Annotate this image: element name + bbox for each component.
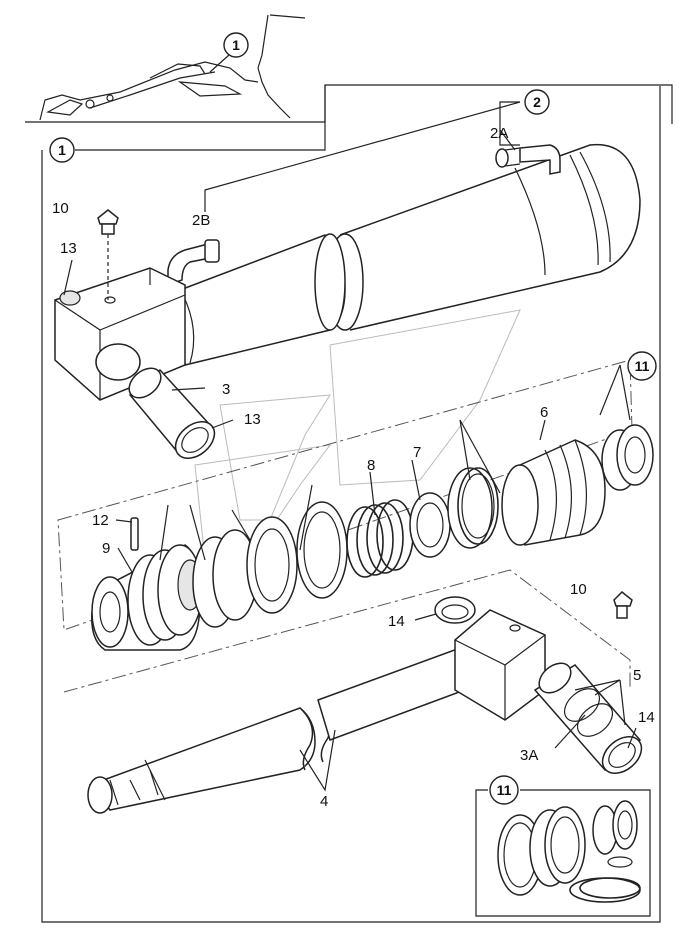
label-13-top: 13 [60,240,77,257]
callout-1-top-text: 1 [232,37,240,53]
grease-nipple-10a [97,209,119,300]
label-4: 4 [320,793,328,810]
callout-11-main: 11 [627,351,657,381]
bushing-3 [128,367,216,459]
cylinder-barrel [54,143,641,401]
label-6: 6 [540,404,548,421]
callout-1-main: 1 [49,137,75,163]
main-frame [41,85,661,923]
leader-2-to-2B [204,101,521,212]
seal-kit-inset [475,789,651,917]
callout-11-kit: 11 [489,775,519,805]
callout-11-main-text: 11 [635,358,650,374]
label-2A: 2A [490,125,508,142]
label-14-right: 14 [638,709,655,726]
locator-inset [25,14,673,124]
label-12: 12 [92,512,109,529]
label-10-right: 10 [570,581,587,598]
label-2B: 2B [192,212,210,229]
label-3A: 3A [520,747,538,764]
rod-group-boundary [63,569,631,693]
label-7: 7 [413,444,421,461]
callout-2-text: 2 [533,94,541,110]
callout-1-top: 1 [223,32,249,58]
callout-1-main-text: 1 [58,142,66,158]
piston-assembly [91,424,654,651]
label-8: 8 [367,457,375,474]
callout-11-kit-text: 11 [497,782,512,798]
piston-rod [87,596,643,814]
leader-lines [63,259,637,792]
label-5: 5 [633,667,641,684]
label-14-left: 14 [388,613,405,630]
callout-2: 2 [524,89,550,115]
grease-nipple-10b [613,590,633,619]
label-10-top: 10 [52,200,69,217]
label-9: 9 [102,540,110,557]
label-3: 3 [222,381,230,398]
leader-2A [499,129,516,151]
label-13-bushing: 13 [244,411,261,428]
leader-2 [499,101,520,146]
